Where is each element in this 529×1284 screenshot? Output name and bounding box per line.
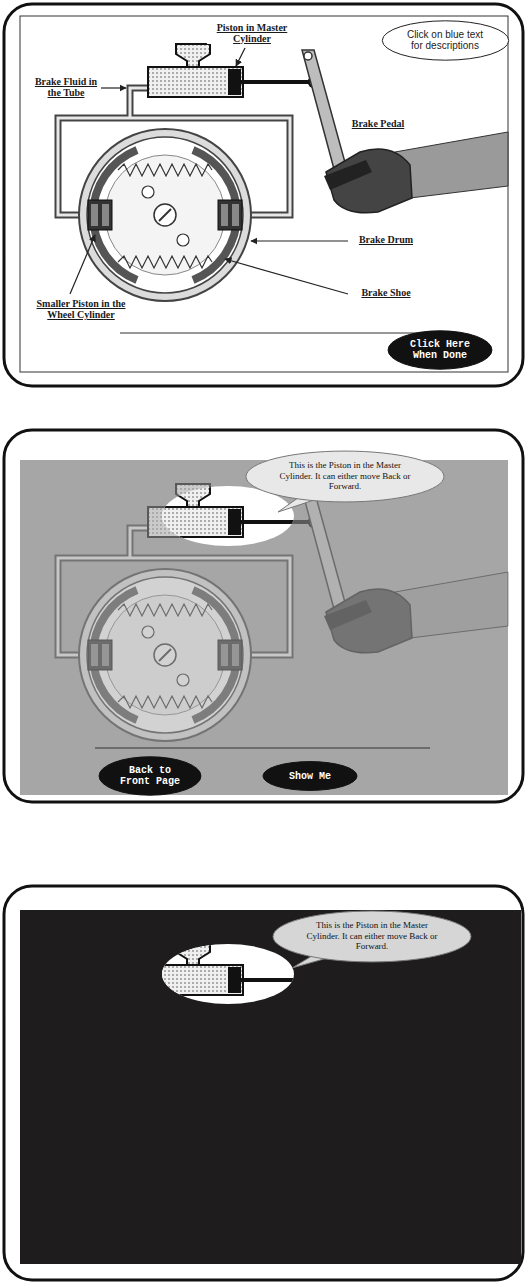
screen-area	[20, 16, 508, 372]
oval-shape	[273, 911, 471, 962]
leader-line	[101, 87, 126, 88]
part-label: Piston in Master Cylinder	[207, 22, 297, 44]
divider-line	[95, 748, 430, 749]
oval-shape	[99, 757, 201, 795]
oval-shape	[263, 762, 357, 791]
leader-line	[251, 240, 348, 241]
screen-area	[20, 460, 508, 795]
leader-line	[225, 259, 348, 294]
divider-line	[120, 333, 425, 334]
master-cylinder	[148, 44, 319, 97]
part-label: Brake Drum	[358, 234, 414, 245]
button-oval: Back to Front Page	[98, 756, 202, 796]
node-text: Click Here When Done	[408, 339, 472, 361]
part-label: Smaller Piston in the Wheel Cylinder	[24, 298, 138, 320]
faded-illustration	[58, 484, 508, 741]
part-label: Brake Fluid in the Tube	[32, 76, 100, 98]
callout-bubble: This is the Piston in the Master Cylinde…	[271, 910, 473, 963]
node-text: Show Me	[289, 771, 331, 782]
oval-shape	[388, 331, 492, 369]
button-oval: Show Me	[262, 761, 358, 791]
panel-frame	[4, 886, 523, 1280]
oval-shape	[246, 451, 444, 502]
node-text: This is the Piston in the Master Cylinde…	[303, 920, 441, 951]
part-label: Brake Shoe	[360, 287, 411, 298]
node-text: Click on blue text for descriptions	[403, 29, 487, 52]
leader-line	[236, 48, 245, 66]
leader-line	[70, 235, 95, 294]
node-text: This is the Piston in the Master Cylinde…	[276, 460, 414, 491]
brake-drum-assembly	[58, 88, 290, 301]
button-oval: Click Here When Done	[387, 330, 493, 370]
brake-pedal	[302, 50, 508, 213]
screen-area	[20, 910, 521, 1264]
callout-bubble: This is the Piston in the Master Cylinde…	[244, 450, 446, 503]
node-text: Back to Front Page	[117, 765, 183, 787]
panel-frame	[4, 430, 523, 802]
oval-shape	[382, 20, 508, 59]
note-oval: Click on blue text for descriptions	[381, 20, 510, 61]
part-label: Brake Pedal	[351, 118, 406, 129]
panel-frame	[4, 4, 523, 386]
